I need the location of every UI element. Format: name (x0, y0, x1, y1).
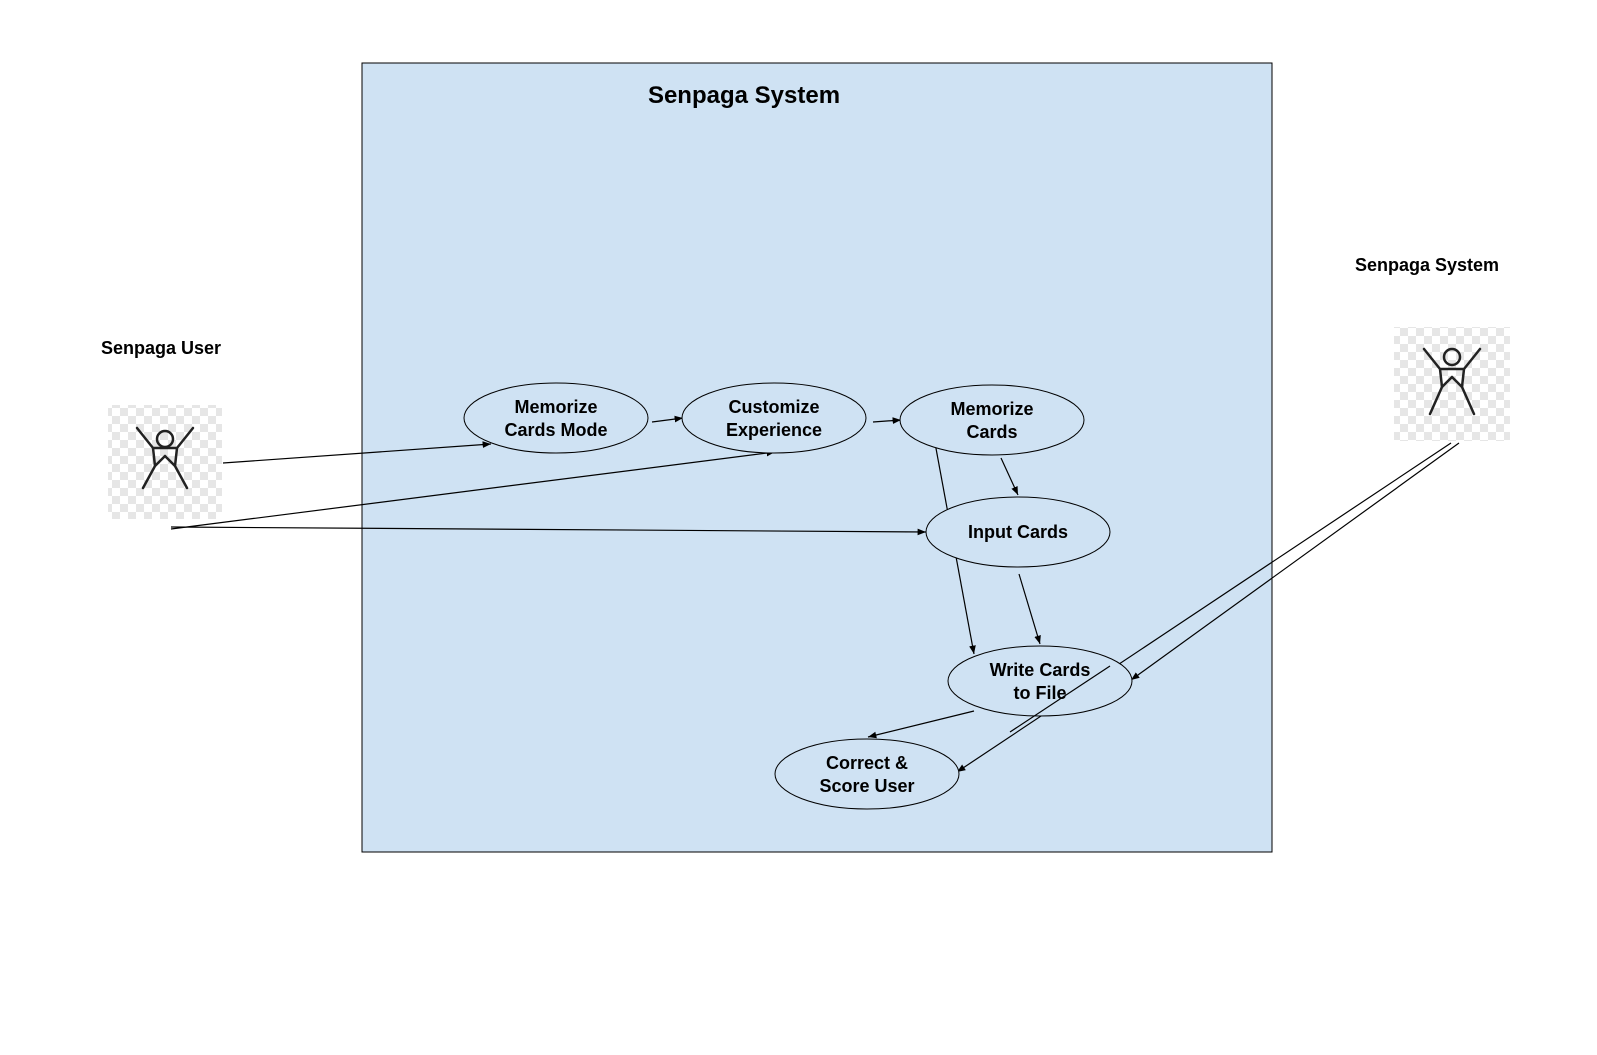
use-case-label: Score User (819, 776, 914, 796)
edge-memorize-mode-to-customize (651, 415, 684, 423)
actor-user-label: Senpaga User (101, 338, 221, 358)
use-case-label: Memorize (514, 397, 597, 417)
edge-input-cards-to-write-cards (1018, 573, 1041, 645)
use-case-shape (947, 645, 1133, 717)
actor-user-background (108, 405, 222, 519)
use-case-memorize-cards[interactable]: Memorize Cards (899, 384, 1085, 456)
edge-write-cards-to-correct-score (867, 710, 975, 739)
edge-user-to-memorize-mode (222, 441, 492, 464)
use-case-memorize-cards-mode[interactable]: Memorize Cards Mode (463, 382, 649, 454)
actor-system-label: Senpaga System (1355, 255, 1499, 275)
person-icon (1422, 347, 1482, 416)
person-icon (135, 426, 195, 490)
use-case-label: Experience (726, 420, 822, 440)
actor-user[interactable] (108, 405, 222, 519)
system-boundary (361, 62, 1273, 853)
use-case-label: Customize (728, 397, 819, 417)
edge-user-to-input-cards (170, 526, 927, 536)
use-case-shape (774, 738, 960, 810)
edge-customize-to-memorize-cards (872, 417, 902, 424)
use-case-shape (899, 384, 1085, 456)
use-case-customize-experience[interactable]: Customize Experience (681, 382, 867, 454)
use-case-write-cards-to-file[interactable]: Write Cards to File (947, 645, 1133, 717)
actor-system-background (1394, 327, 1510, 441)
edge-system-to-write-cards (1130, 442, 1460, 681)
use-case-shape (463, 382, 649, 454)
edge-system-to-correct-score-overlay (1009, 665, 1111, 733)
use-case-label: Cards (966, 422, 1017, 442)
edge-memorize-cards-to-input-cards (1000, 457, 1019, 496)
edge-system-to-correct-score (956, 442, 1452, 773)
use-case-label: Cards Mode (504, 420, 607, 440)
use-case-label: Memorize (950, 399, 1033, 419)
use-case-correct-score-user[interactable]: Correct & Score User (774, 738, 960, 810)
use-case-label: Correct & (826, 753, 908, 773)
system-title: Senpaga System (648, 82, 840, 109)
use-case-shape (925, 496, 1111, 568)
actor-system[interactable] (1394, 327, 1510, 441)
use-case-label: Input Cards (968, 522, 1068, 542)
use-case-label: Write Cards (990, 660, 1091, 680)
edge-user-to-customize (170, 449, 776, 530)
use-case-label: to File (1014, 683, 1067, 703)
use-case-input-cards[interactable]: Input Cards (925, 496, 1111, 568)
use-case-shape (681, 382, 867, 454)
